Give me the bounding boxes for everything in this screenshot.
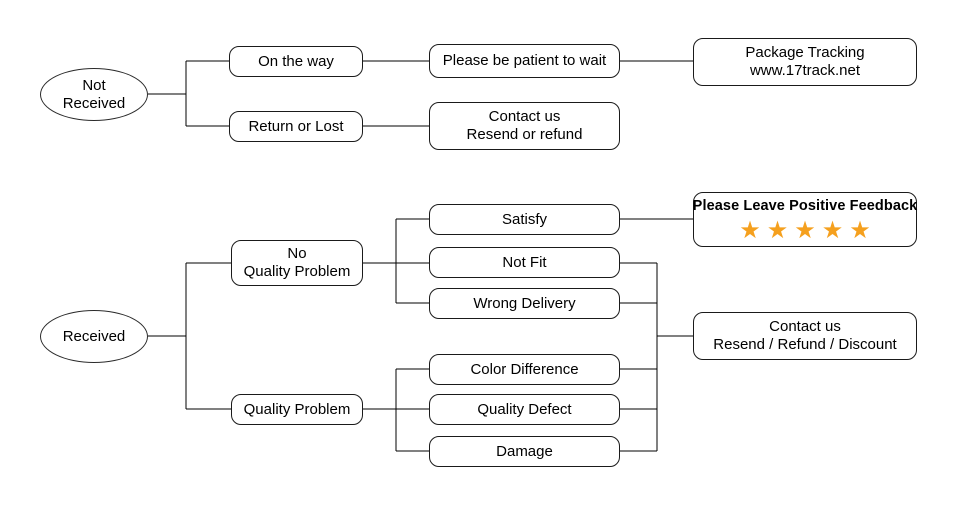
- node-contact-us-line2: Resend or refund: [466, 126, 583, 143]
- node-package-tracking-line1: Package Tracking: [745, 44, 865, 62]
- node-on-the-way-label: On the way: [258, 52, 334, 70]
- node-contact-us-line1: Contact us: [488, 108, 561, 126]
- node-on-the-way[interactable]: On the way: [229, 46, 363, 77]
- node-received-line1: Received: [62, 327, 126, 345]
- node-not-received[interactable]: Not Received: [40, 68, 148, 121]
- node-quality-defect-label: Quality Defect: [477, 400, 572, 418]
- node-no-quality-problem-line1: No: [287, 245, 307, 263]
- node-positive-feedback[interactable]: Please Leave Positive Feedback ★ ★ ★ ★ ★: [693, 192, 917, 247]
- star-icon[interactable]: ★: [821, 216, 844, 244]
- star-icon[interactable]: ★: [766, 216, 789, 244]
- star-icon[interactable]: ★: [849, 216, 871, 244]
- node-received[interactable]: Received: [40, 310, 148, 363]
- node-return-or-lost-label: Return or Lost: [248, 117, 344, 135]
- node-not-received-line1: Not: [82, 76, 106, 94]
- node-not-fit[interactable]: Not Fit: [429, 247, 620, 278]
- node-contact-us-resend-or-refund[interactable]: Contact us Resend or refund: [429, 102, 620, 150]
- node-quality-problem-line1: Quality Problem: [243, 400, 351, 418]
- node-quality-defect[interactable]: Quality Defect: [429, 394, 620, 425]
- node-wrong-delivery-label: Wrong Delivery: [473, 294, 576, 312]
- node-package-tracking-line2: www.17track.net: [749, 62, 861, 79]
- star-icon[interactable]: ★: [794, 216, 816, 244]
- node-return-or-lost[interactable]: Return or Lost: [229, 111, 363, 142]
- node-wrong-delivery[interactable]: Wrong Delivery: [429, 288, 620, 319]
- node-contact-us-discount-line2: Resend / Refund / Discount: [713, 336, 897, 353]
- node-damage-label: Damage: [496, 442, 553, 460]
- node-package-tracking[interactable]: Package Tracking www.17track.net: [693, 38, 917, 86]
- node-satisfy[interactable]: Satisfy: [429, 204, 620, 235]
- node-not-received-line2: Received: [62, 94, 126, 112]
- node-no-quality-problem[interactable]: No Quality Problem: [231, 240, 363, 286]
- node-contact-us-discount-line1: Contact us: [769, 318, 841, 336]
- node-satisfy-label: Satisfy: [501, 210, 547, 228]
- node-no-quality-problem-line2: Quality Problem: [243, 263, 351, 280]
- node-please-be-patient-line1: Please be patient to wait: [442, 52, 607, 70]
- node-quality-problem[interactable]: Quality Problem: [231, 394, 363, 425]
- node-damage[interactable]: Damage: [429, 436, 620, 467]
- node-color-difference[interactable]: Color Difference: [429, 354, 620, 385]
- star-icon[interactable]: ★: [739, 216, 761, 244]
- node-please-be-patient-to-wait[interactable]: Please be patient to wait: [429, 44, 620, 78]
- star-rating[interactable]: ★ ★ ★ ★ ★: [739, 216, 871, 244]
- node-not-fit-label: Not Fit: [502, 253, 547, 271]
- node-contact-us-resend-refund-discount[interactable]: Contact us Resend / Refund / Discount: [693, 312, 917, 360]
- node-color-difference-label: Color Difference: [470, 360, 579, 378]
- positive-feedback-title: Please Leave Positive Feedback: [692, 198, 918, 215]
